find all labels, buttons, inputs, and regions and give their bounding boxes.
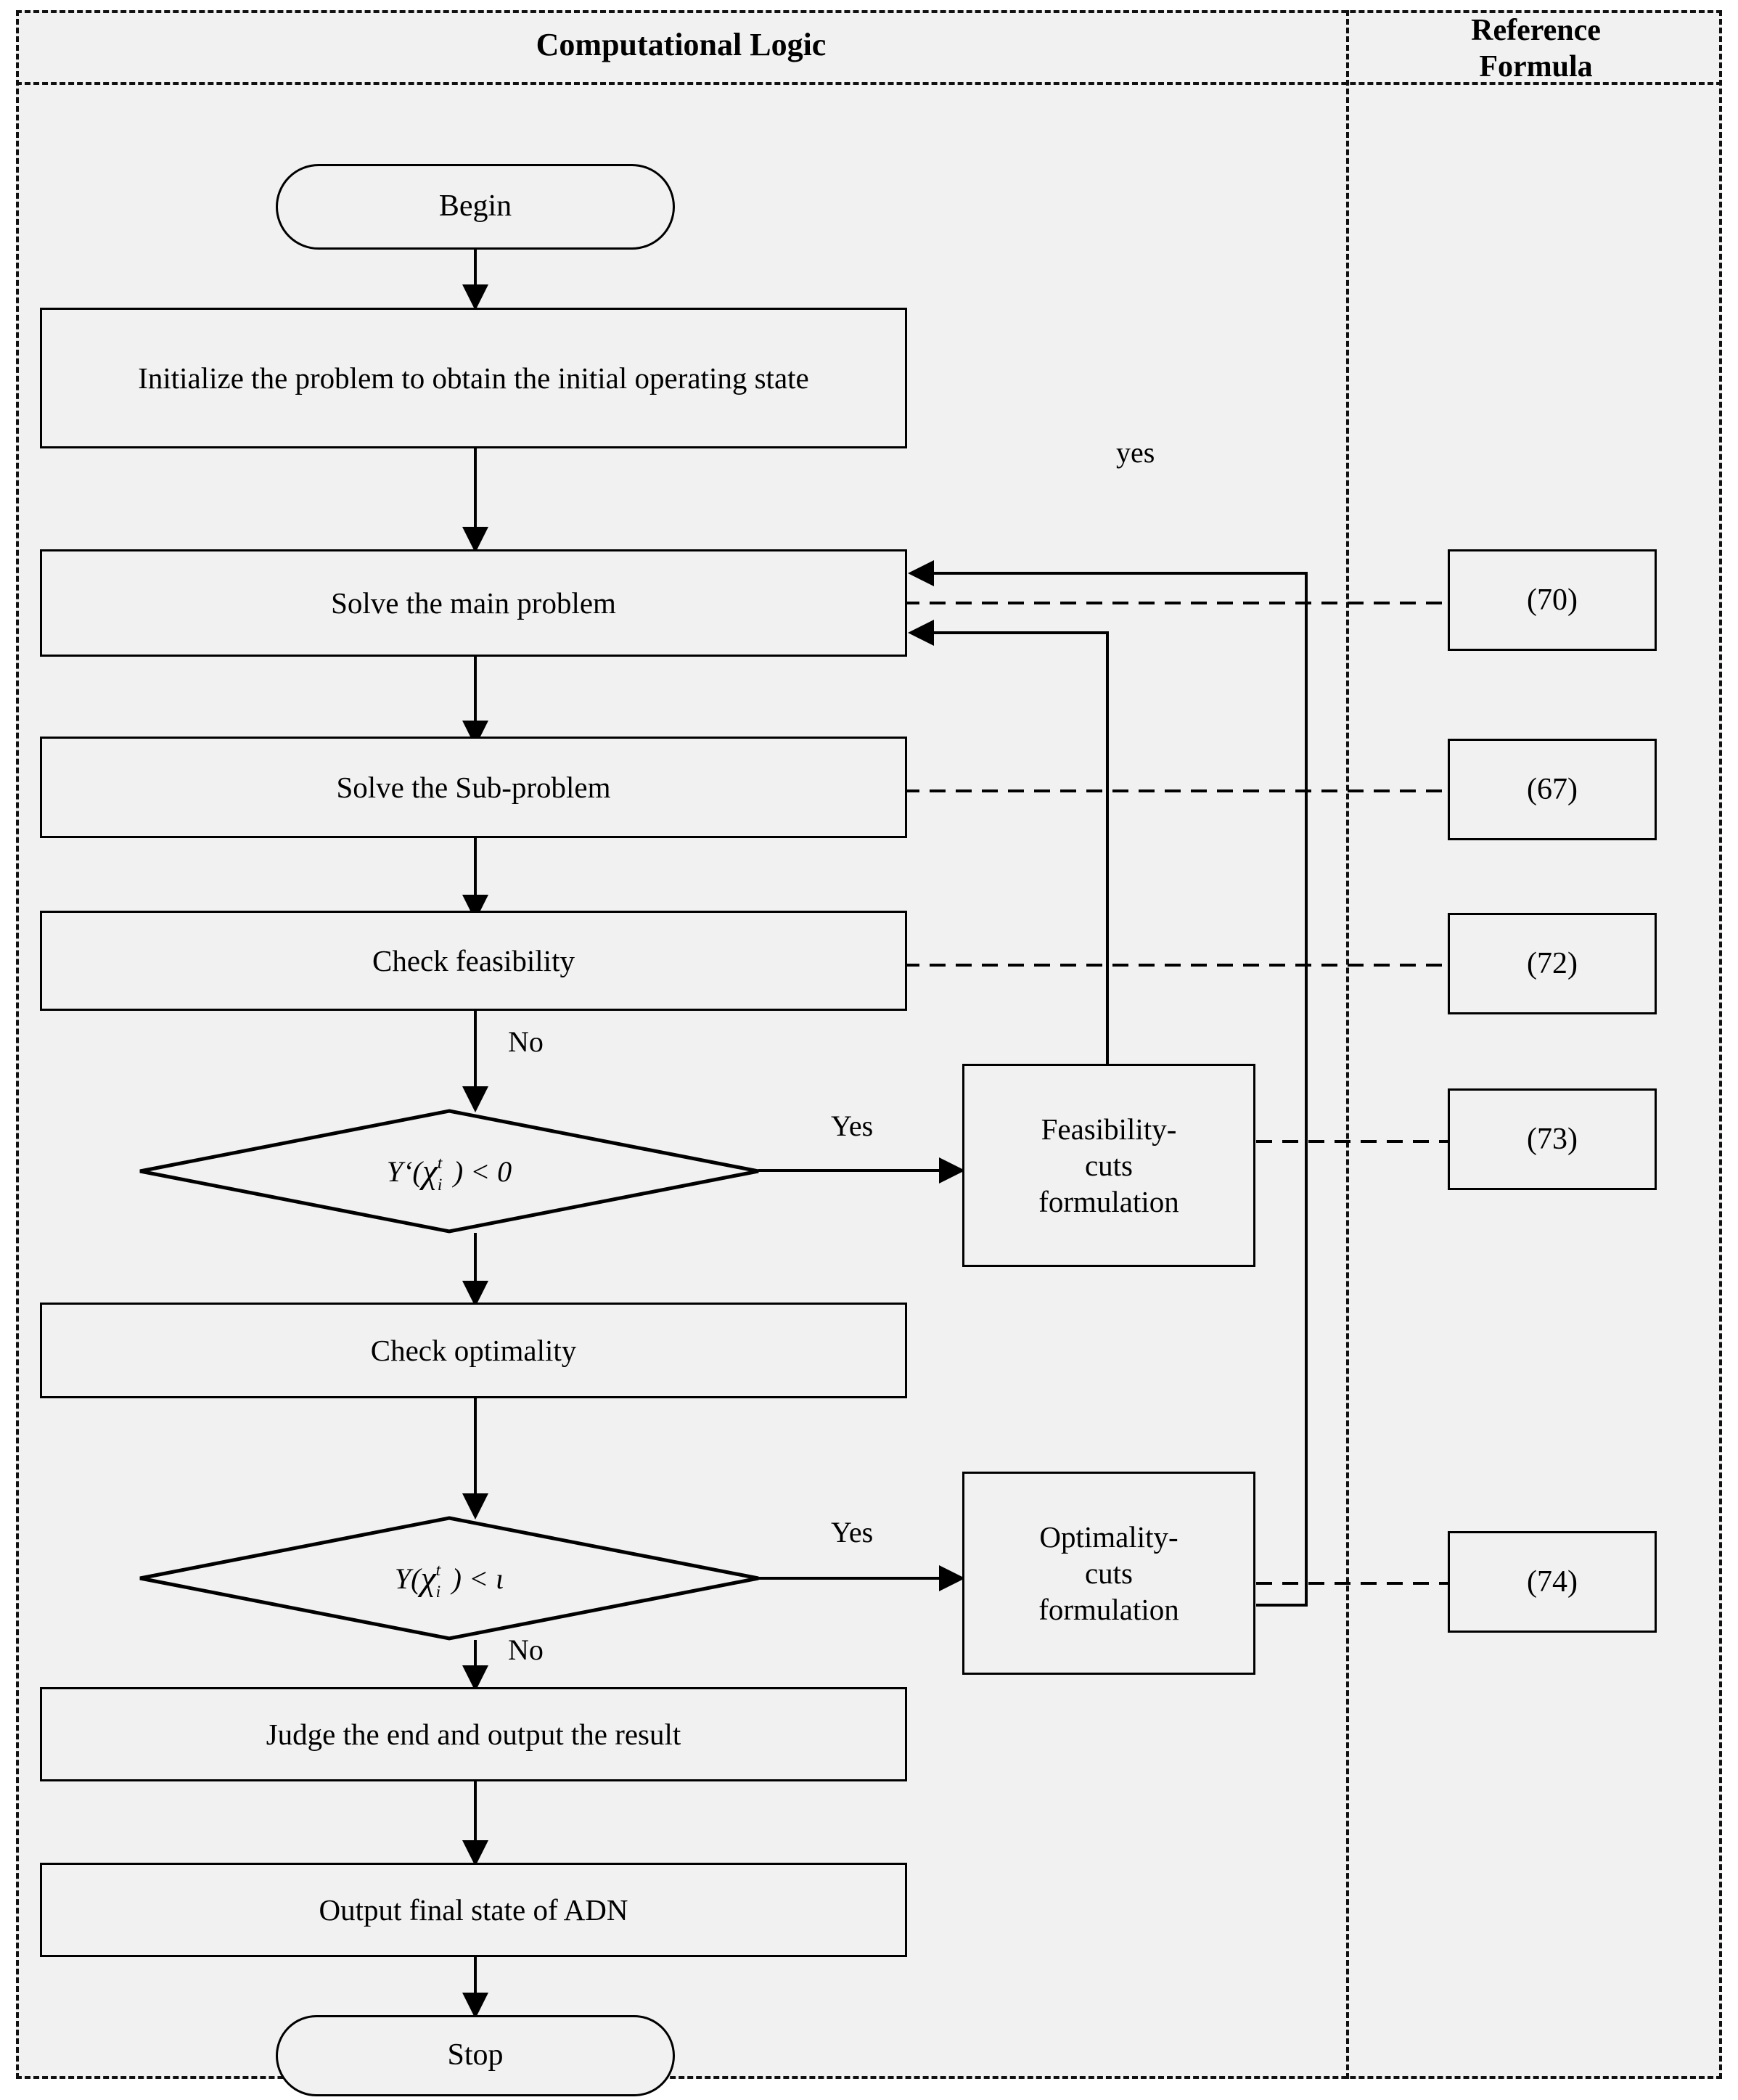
computational-logic-header: Computational Logic bbox=[536, 27, 827, 62]
initialize-problem-box: Initialize the problem to obtain the ini… bbox=[40, 308, 907, 448]
reference-box-74: (74) bbox=[1448, 1531, 1657, 1633]
check-optimality-box: Check optimality bbox=[40, 1303, 907, 1398]
reference-formula-header: Reference Formula bbox=[1350, 13, 1722, 85]
optimality-decision-chi: χ bbox=[420, 1559, 436, 1598]
optimality-cuts-line1: Optimality- bbox=[1039, 1519, 1179, 1554]
label-no-optimality: No bbox=[508, 1633, 544, 1666]
judge-end-box: Judge the end and output the result bbox=[40, 1687, 907, 1781]
stop-terminator: Stop bbox=[276, 2015, 675, 2096]
feasibility-decision-chi: χ bbox=[422, 1152, 438, 1191]
reference-box-73: (73) bbox=[1448, 1088, 1657, 1190]
solve-main-problem-box: Solve the main problem bbox=[40, 549, 907, 657]
feasibility-cuts-line3: formulation bbox=[1038, 1185, 1179, 1218]
optimality-cuts-line3: formulation bbox=[1038, 1593, 1179, 1626]
optimality-decision-sup: t bbox=[435, 1560, 441, 1580]
optimality-cuts-box: Optimality- cuts formulation bbox=[962, 1472, 1255, 1675]
optimality-decision-sub: i bbox=[435, 1582, 441, 1601]
feasibility-decision-sub: i bbox=[437, 1175, 443, 1194]
feasibility-decision-sup: t bbox=[437, 1153, 443, 1173]
solve-sub-problem-box: Solve the Sub-problem bbox=[40, 737, 907, 838]
header-divider bbox=[16, 82, 1722, 85]
optimality-cuts-line2: cuts bbox=[1084, 1556, 1134, 1590]
label-yes-optimality-feedback: yes bbox=[1116, 436, 1155, 469]
feasibility-decision-tail: ) < 0 bbox=[453, 1154, 512, 1188]
reference-box-70: (70) bbox=[1448, 549, 1657, 651]
reference-box-72: (72) bbox=[1448, 913, 1657, 1014]
label-no-feasibility: No bbox=[508, 1025, 544, 1058]
reference-box-67: (67) bbox=[1448, 739, 1657, 840]
column-divider bbox=[1346, 10, 1349, 2079]
reference-formula-header-line1: Reference bbox=[1471, 14, 1601, 47]
optimality-decision-tail: ) < ι bbox=[451, 1562, 504, 1595]
feasibility-cuts-line2: cuts bbox=[1084, 1148, 1134, 1182]
feasibility-cuts-line1: Feasibility- bbox=[1041, 1112, 1177, 1146]
reference-formula-header-line2: Formula bbox=[1479, 49, 1593, 83]
output-final-state-box: Output final state of ADN bbox=[40, 1863, 907, 1957]
optimality-decision-text-base: Y( bbox=[394, 1562, 421, 1595]
check-feasibility-box: Check feasibility bbox=[40, 911, 907, 1011]
label-yes-feasibility: Yes bbox=[831, 1110, 874, 1142]
feasibility-cuts-box: Feasibility- cuts formulation bbox=[962, 1064, 1255, 1267]
label-yes-optimality: Yes bbox=[831, 1516, 874, 1549]
begin-terminator: Begin bbox=[276, 164, 675, 250]
feasibility-decision-text-base: Y‘( bbox=[386, 1154, 422, 1188]
